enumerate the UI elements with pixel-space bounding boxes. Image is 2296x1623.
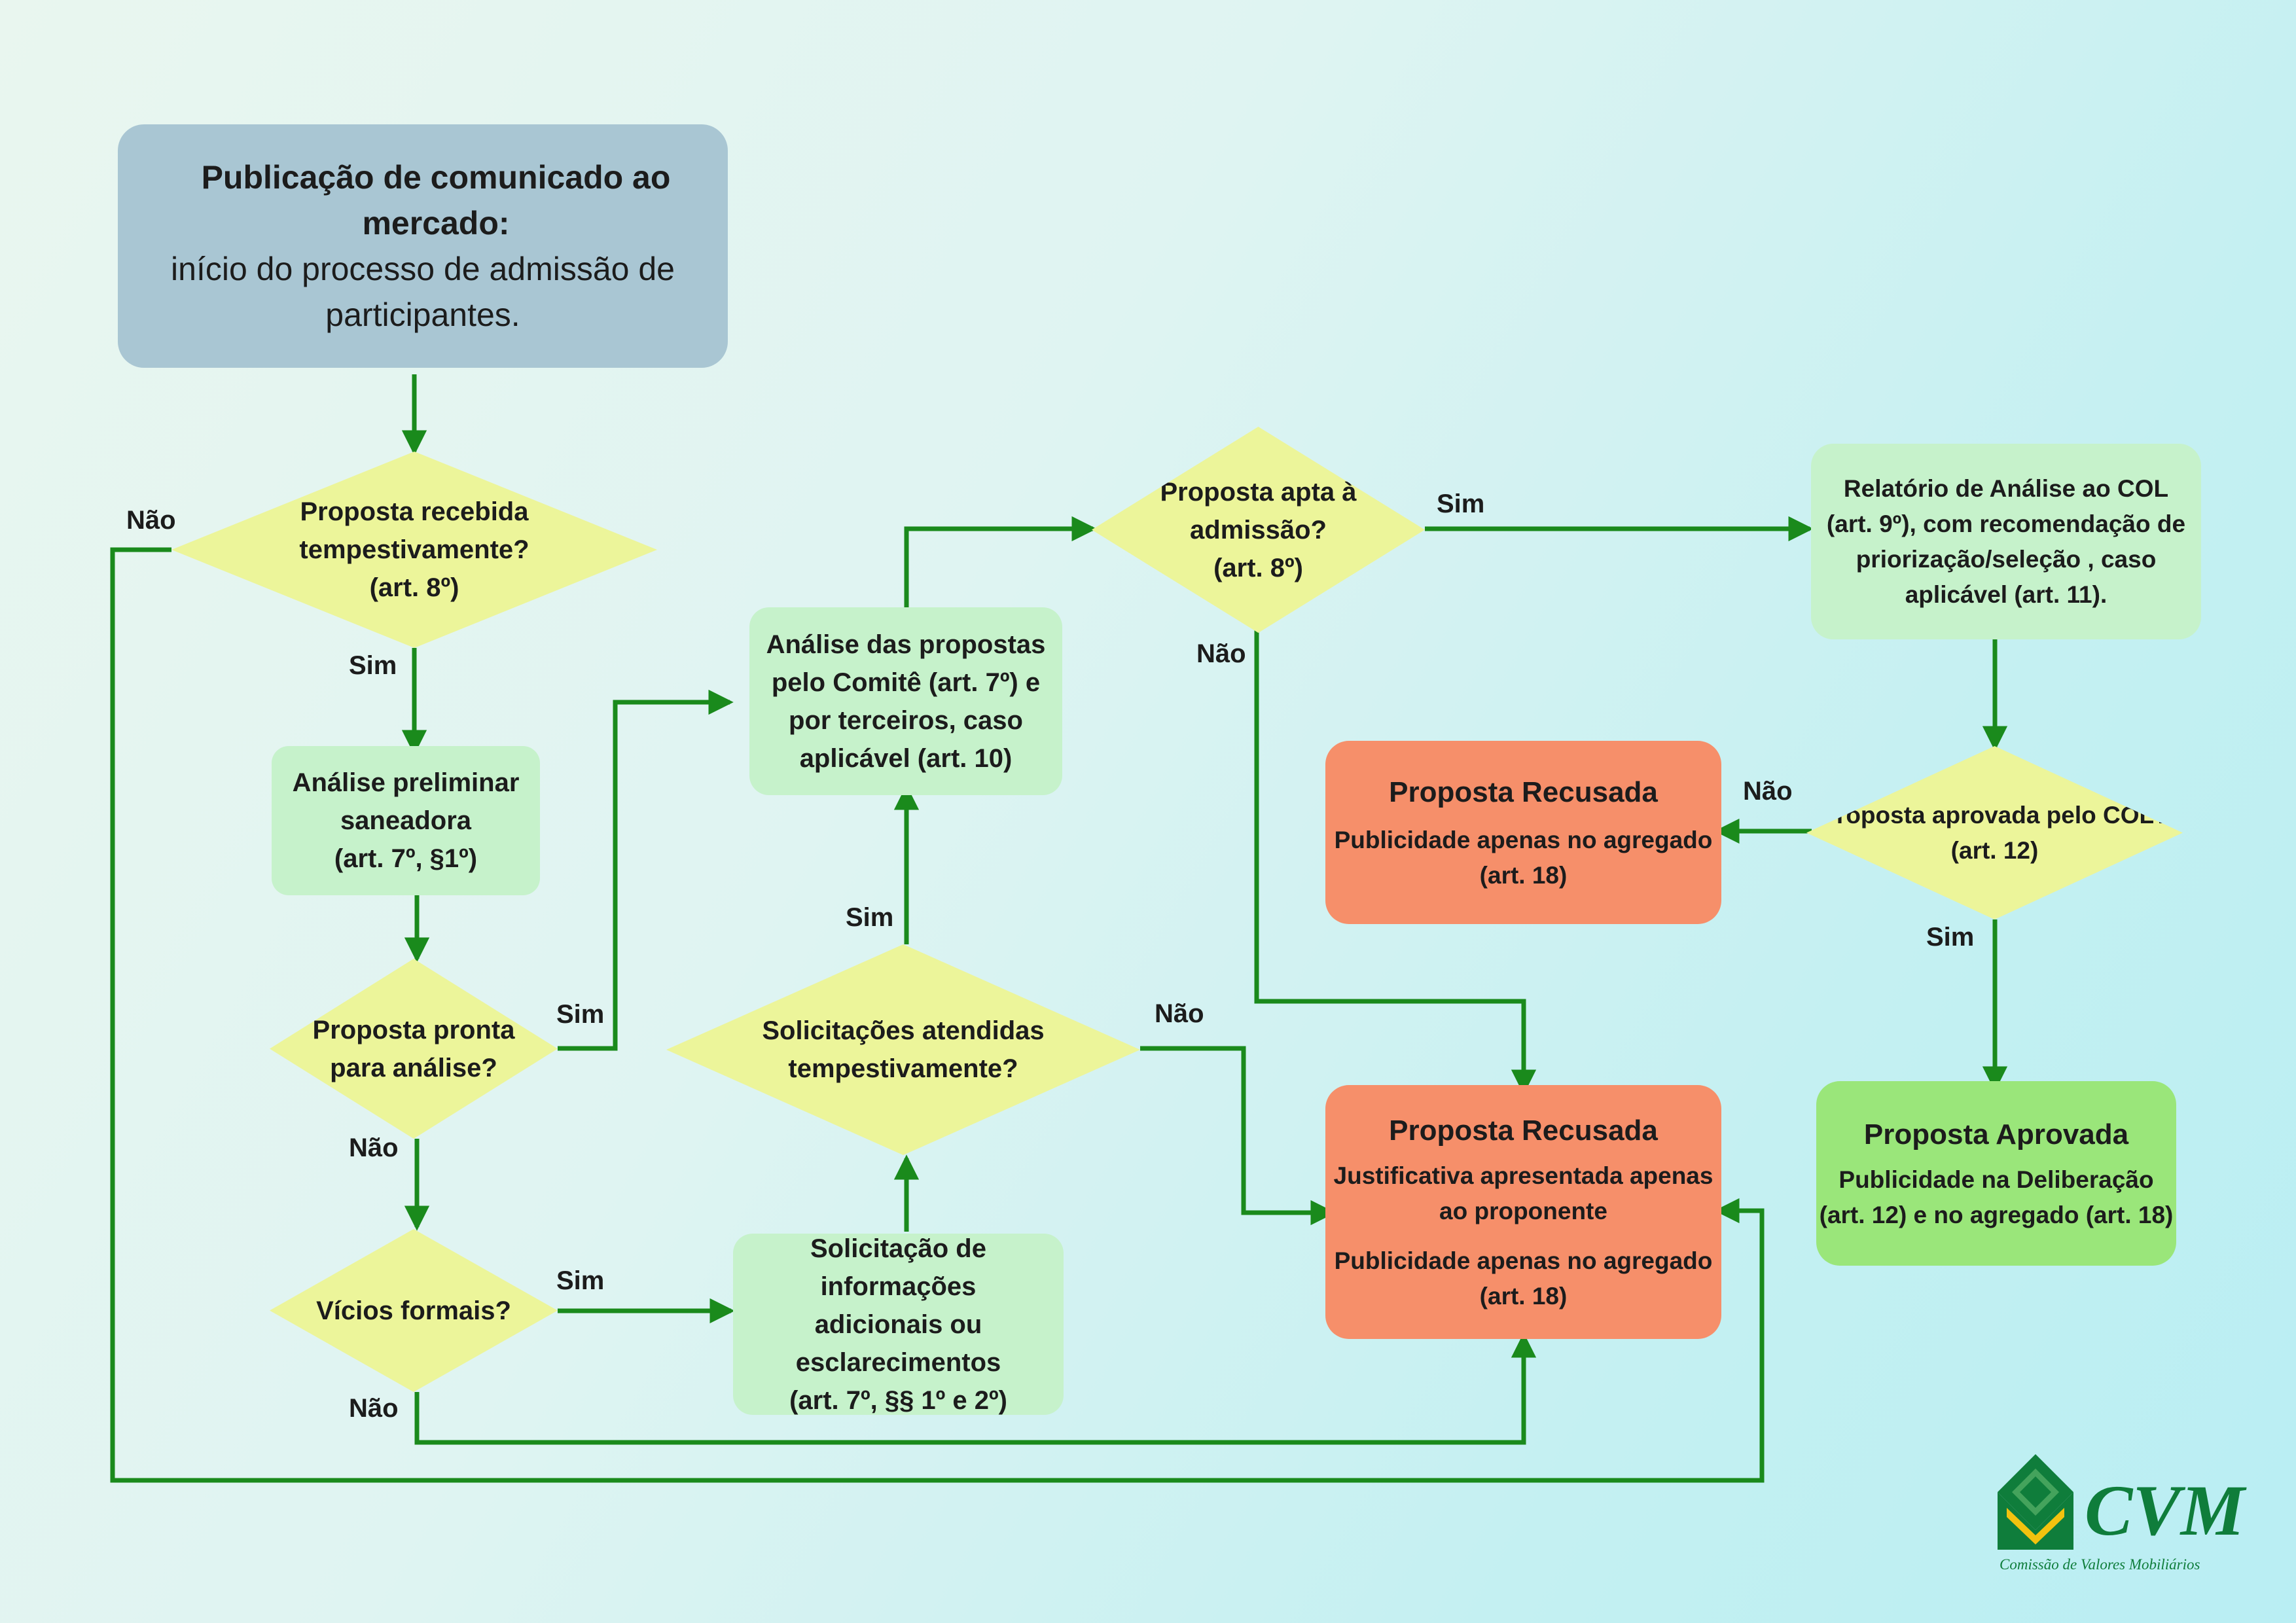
label-nao-vicios: Não: [349, 1394, 399, 1423]
cvm-diamond-icon: [1998, 1454, 2073, 1550]
cvm-logo-name: CVM: [2085, 1471, 2245, 1550]
decision-solicitacoes-line2: tempestivamente?: [788, 1054, 1018, 1083]
label-sim-aprovada: Sim: [1926, 923, 1975, 952]
result-recusada-main-line3: Publicidade apenas no agregado: [1334, 1247, 1713, 1274]
process-relatorio-col: Relatório de Análise ao COL (art. 9º), c…: [1811, 444, 2201, 639]
result-recusada-top: Proposta Recusada Publicidade apenas no …: [1325, 741, 1721, 924]
result-recusada-main-title: Proposta Recusada: [1389, 1115, 1658, 1147]
process-solicitacao-line1: Solicitação de informações: [810, 1234, 986, 1301]
process-analise-propostas-line2: pelo Comitê (art. 7º) e: [771, 668, 1041, 697]
process-analise-propostas-line1: Análise das propostas: [766, 630, 1046, 659]
label-nao-solicitacoes: Não: [1155, 999, 1204, 1028]
start-node-line3: participantes.: [325, 296, 520, 333]
result-recusada-main-line1: Justificativa apresentada apenas: [1333, 1162, 1713, 1189]
process-solicitacao: Solicitação de informações adicionais ou…: [733, 1234, 1064, 1415]
label-sim-tempestiva: Sim: [349, 651, 397, 680]
result-aprovada-line1: Publicidade na Deliberação: [1839, 1166, 2154, 1193]
label-nao-aprovada: Não: [1743, 777, 1793, 806]
arrow-analise-to-apta: [904, 516, 1097, 607]
label-sim-solicitacoes: Sim: [846, 903, 894, 932]
arrow-tempestiva-nao: [110, 547, 1765, 1483]
decision-apta-line2: admissão?: [1190, 515, 1327, 544]
result-aprovada-title: Proposta Aprovada: [1863, 1118, 2129, 1150]
result-recusada-top-line2: (art. 18): [1479, 862, 1568, 889]
process-solicitacao-line3: esclarecimentos: [795, 1347, 1001, 1377]
result-recusada-main-line4: (art. 18): [1479, 1283, 1568, 1310]
process-analise-propostas: Análise das propostas pelo Comitê (art. …: [749, 607, 1062, 795]
label-nao-pronta: Não: [349, 1133, 399, 1162]
label-sim-vicios: Sim: [556, 1266, 605, 1295]
decision-pronta-line2: para análise?: [330, 1053, 497, 1082]
arrow-solicitacoes-nao: [1140, 1046, 1336, 1226]
process-analise-propostas-line4: aplicável (art. 10): [799, 743, 1013, 773]
label-sim-apta: Sim: [1437, 490, 1485, 518]
process-solicitacao-line4: (art. 7º, §§ 1º e 2º): [789, 1385, 1007, 1415]
decision-tempestiva-line2: tempestivamente?: [299, 535, 529, 564]
process-relatorio-col-line4: aplicável (art. 11).: [1905, 580, 2108, 608]
label-nao-apta: Não: [1196, 639, 1246, 668]
decision-tempestiva-line1: Proposta recebida: [300, 497, 529, 526]
result-aprovada-line2: (art. 12) e no agregado (art. 18): [1819, 1202, 2174, 1228]
decision-tempestiva-line3: (art. 8º): [369, 573, 459, 602]
decision-pronta-line1: Proposta pronta: [312, 1015, 515, 1044]
process-relatorio-col-line3: priorização/seleção , caso: [1856, 545, 2157, 573]
label-nao-tempestiva: Não: [126, 506, 176, 535]
process-analise-propostas-line3: por terceiros, caso: [789, 705, 1023, 735]
decision-aprovada-col-line1: Proposta aprovada pelo COL?: [1820, 801, 2169, 829]
process-analise-preliminar-line1: Análise preliminar: [292, 768, 520, 797]
result-recusada-top-line1: Publicidade apenas no agregado: [1334, 827, 1713, 853]
process-relatorio-col-line1: Relatório de Análise ao COL: [1843, 474, 2169, 502]
process-analise-preliminar-line2: saneadora: [340, 806, 472, 835]
result-recusada-main-line2: ao proponente: [1439, 1198, 1607, 1224]
process-analise-preliminar: Análise preliminar saneadora (art. 7º, §…: [272, 746, 540, 895]
decision-aprovada-col-line2: (art. 12): [1950, 836, 2039, 864]
arrow-vicios-nao: [414, 1332, 1537, 1445]
decision-apta-line1: Proposta apta à: [1160, 477, 1357, 507]
label-sim-pronta: Sim: [556, 1000, 605, 1029]
decision-apta-line3: (art. 8º): [1213, 553, 1303, 582]
process-solicitacao-line2: adicionais ou: [814, 1310, 982, 1339]
start-node-line2: início do processo de admissão de: [171, 251, 675, 287]
cvm-logo-subtitle: Comissão de Valores Mobiliários: [2000, 1556, 2200, 1573]
result-aprovada: Proposta Aprovada Publicidade na Deliber…: [1816, 1081, 2176, 1266]
decision-solicitacoes-line1: Solicitações atendidas: [762, 1016, 1045, 1045]
start-node-line1: Publicação de comunicado ao mercado:: [201, 159, 671, 241]
decision-vicios-line1: Vícios formais?: [316, 1296, 511, 1325]
result-recusada-main: Proposta Recusada Justificativa apresent…: [1325, 1085, 1721, 1339]
arrow-pronta-sim: [558, 689, 734, 1051]
arrow-apta-nao: [1254, 627, 1537, 1095]
result-recusada-top-title: Proposta Recusada: [1389, 776, 1658, 808]
start-node: Publicação de comunicado ao mercado: iní…: [118, 124, 728, 368]
process-analise-preliminar-line3: (art. 7º, §1º): [334, 844, 478, 873]
process-relatorio-col-line2: (art. 9º), com recomendação de: [1826, 510, 2186, 537]
